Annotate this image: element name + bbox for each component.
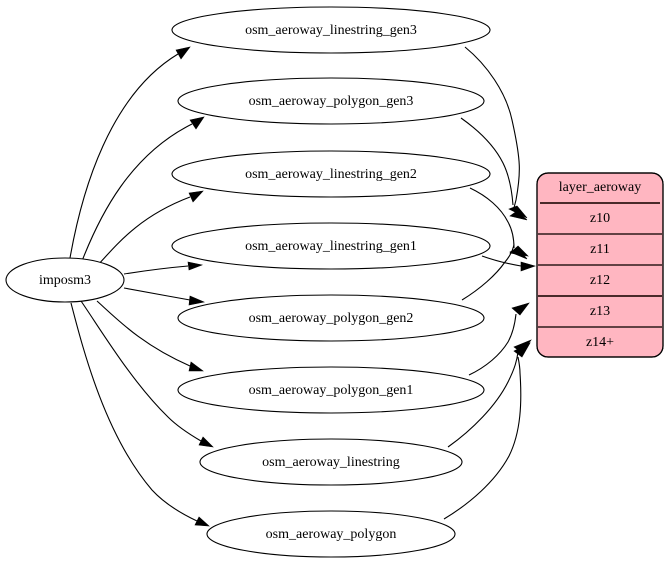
node-osm_aeroway_linestring_gen2[interactable]: osm_aeroway_linestring_gen2 — [171, 150, 491, 198]
node-ellipse — [177, 77, 485, 125]
node-osm_aeroway_polygon_gen1[interactable]: osm_aeroway_polygon_gen1 — [177, 366, 485, 414]
node-ellipse — [206, 510, 456, 558]
edge-imposm3-to-osm_aeroway_linestring_gen1 — [123, 261, 204, 275]
node-ellipse — [171, 150, 491, 198]
edge-group-sources-to-layer — [443, 46, 536, 520]
edge-imposm3-to-osm_aeroway_polygon_gen3 — [81, 116, 205, 262]
node-osm_aeroway_linestring_gen1[interactable]: osm_aeroway_linestring_gen1 — [171, 222, 491, 270]
edge-osm_aeroway_linestring_gen1-to-z12 — [481, 255, 536, 272]
layer-table-row-z11[interactable]: z11 — [538, 242, 662, 266]
node-imposm3-ellipse — [5, 257, 125, 303]
node-ellipse — [177, 294, 485, 342]
edge-osm_aeroway_polygon_gen3-to-z10 — [460, 117, 528, 219]
edge-imposm3-to-osm_aeroway_polygon_gen1 — [96, 300, 204, 372]
layer-table-row-label: z13 — [590, 304, 610, 319]
node-label: osm_aeroway_linestring_gen1 — [245, 239, 417, 254]
edge-group-root-to-sources — [69, 46, 214, 527]
node-label: osm_aeroway_polygon_gen1 — [249, 383, 414, 398]
layer-table-row-label: z12 — [590, 273, 610, 288]
node-label: osm_aeroway_linestring — [262, 455, 400, 470]
node-label: osm_aeroway_linestring_gen2 — [245, 167, 417, 182]
node-layer_aeroway-table[interactable]: layer_aeroway z10 z11 z12 z13 z14+ — [536, 172, 664, 358]
layer-table-row-z12[interactable]: z12 — [538, 273, 662, 297]
node-imposm3[interactable]: imposm3 — [5, 257, 125, 303]
node-ellipse — [171, 222, 491, 270]
edge-imposm3-to-osm_aeroway_linestring — [80, 300, 214, 448]
layer-table-header-label: layer_aeroway — [559, 180, 641, 195]
layer-table-row-z10[interactable]: z10 — [538, 211, 662, 235]
layer-table-row-label: z10 — [590, 211, 610, 226]
node-imposm3-label: imposm3 — [39, 273, 91, 288]
layer-table-row-label: z11 — [590, 242, 610, 257]
edge-osm_aeroway_linestring_gen3-to-z10 — [464, 46, 528, 221]
node-osm_aeroway_linestring[interactable]: osm_aeroway_linestring — [199, 438, 463, 486]
edge-imposm3-to-osm_aeroway_linestring_gen2 — [97, 190, 204, 266]
edge-osm_aeroway_polygon_gen2-to-z11 — [461, 244, 529, 301]
node-ellipse — [199, 438, 463, 486]
node-osm_aeroway_polygon_gen2[interactable]: osm_aeroway_polygon_gen2 — [177, 294, 485, 342]
edge-imposm3-to-osm_aeroway_polygon_gen2 — [123, 287, 206, 306]
node-ellipse — [177, 366, 485, 414]
node-osm_aeroway_polygon[interactable]: osm_aeroway_polygon — [206, 510, 456, 558]
layer-table-row-label: z14+ — [586, 335, 614, 350]
node-ellipse — [171, 6, 491, 54]
node-label: osm_aeroway_polygon_gen2 — [249, 311, 414, 326]
layer-table-outline — [536, 172, 664, 358]
layer-table-row-z13[interactable]: z13 — [538, 304, 662, 328]
edge-osm_aeroway_polygon_gen1-to-z13 — [468, 302, 530, 376]
node-osm_aeroway_polygon_gen3[interactable]: osm_aeroway_polygon_gen3 — [177, 77, 485, 125]
node-label: osm_aeroway_linestring_gen3 — [245, 23, 417, 38]
node-label: osm_aeroway_polygon — [266, 527, 397, 542]
layer-table-header-cell: layer_aeroway — [540, 180, 660, 204]
edge-osm_aeroway_polygon-to-z14plus — [443, 342, 531, 520]
node-label: osm_aeroway_polygon_gen3 — [249, 94, 414, 109]
edge-imposm3-to-osm_aeroway_polygon — [70, 302, 210, 527]
node-osm_aeroway_linestring_gen3[interactable]: osm_aeroway_linestring_gen3 — [171, 6, 491, 54]
layer-table-row-z14plus[interactable]: z14+ — [586, 335, 614, 350]
edge-imposm3-to-osm_aeroway_linestring_gen3 — [69, 46, 191, 259]
